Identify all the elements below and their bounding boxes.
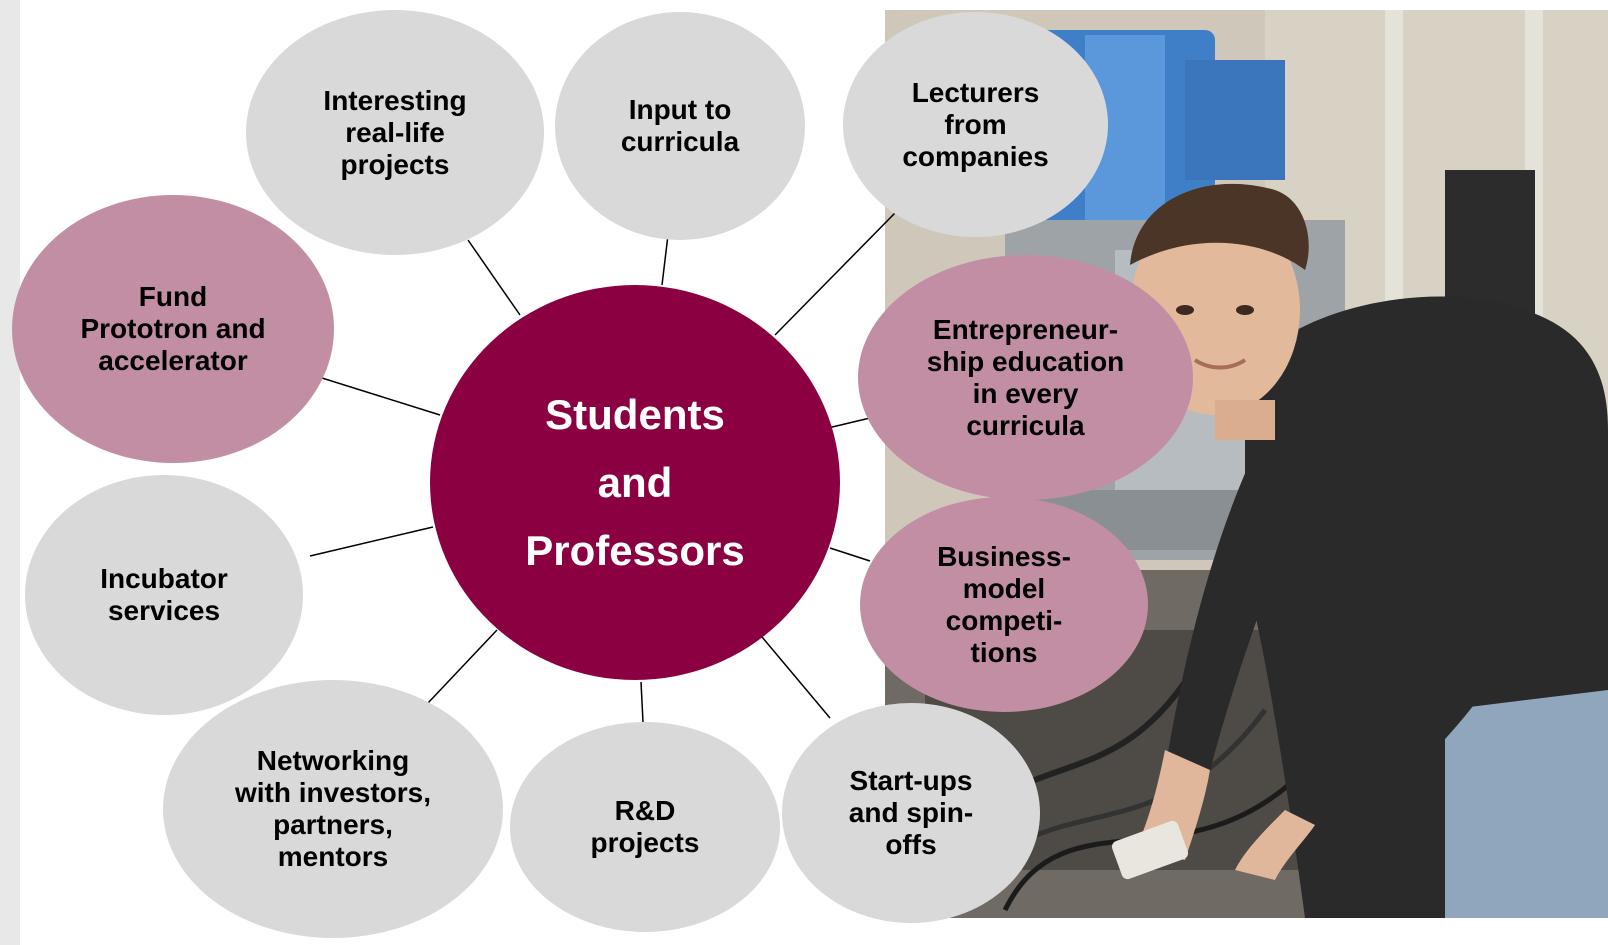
bubble-networking-label: Networking with investors, partners, men…	[234, 745, 432, 872]
bubble-startups-spinoffs-label: Start-ups and spin- offs	[848, 765, 974, 860]
bubble-networking: Networking with investors, partners, men…	[163, 680, 503, 938]
bubble-real-life-projects-label: Interesting real-life projects	[323, 84, 467, 180]
line-startups	[761, 636, 831, 719]
line-business-model	[829, 547, 871, 562]
bubble-startups-spinoffs: Start-ups and spin- offs	[782, 703, 1040, 923]
line-lecturers	[774, 212, 896, 336]
bubble-input-to-curricula-label: Input to curricula	[620, 94, 740, 157]
line-rnd	[640, 681, 644, 723]
bubble-lecturers-from-companies: Lecturers from companies	[843, 12, 1108, 237]
bubble-entrepreneurship-education: Entrepreneur- ship education in every cu…	[858, 255, 1193, 500]
bubble-business-model-competitions-label: Business- model competi- tions	[937, 540, 1071, 668]
bubble-real-life-projects: Interesting real-life projects	[246, 10, 544, 255]
line-incubator	[309, 526, 434, 557]
center-students-professors: Students and Professors	[430, 285, 840, 680]
left-margin-strip	[0, 0, 20, 945]
bubble-entrepreneurship-education-label: Entrepreneur- ship education in every cu…	[926, 313, 1125, 441]
bubble-fund-prototron: Fund Prototron and accelerator	[12, 195, 334, 463]
line-input	[661, 234, 669, 286]
line-fund	[321, 377, 441, 416]
line-networking	[427, 629, 498, 704]
line-real-life	[467, 239, 521, 316]
bubble-rnd-projects-label: R&D projects	[590, 795, 700, 858]
bubble-incubator-services: Incubator services	[25, 475, 303, 715]
bubble-lecturers-from-companies-label: Lecturers from companies	[902, 76, 1049, 172]
center-students-professors-label: Students and Professors	[525, 390, 745, 574]
bubble-fund-prototron-label: Fund Prototron and accelerator	[80, 281, 266, 376]
bubble-input-to-curricula: Input to curricula	[555, 12, 805, 240]
line-entrepreneurship	[827, 417, 871, 429]
bubble-incubator-services-label: Incubator services	[100, 563, 228, 626]
bubble-business-model-competitions: Business- model competi- tions	[860, 497, 1148, 712]
bubble-rnd-projects: R&D projects	[510, 722, 780, 932]
